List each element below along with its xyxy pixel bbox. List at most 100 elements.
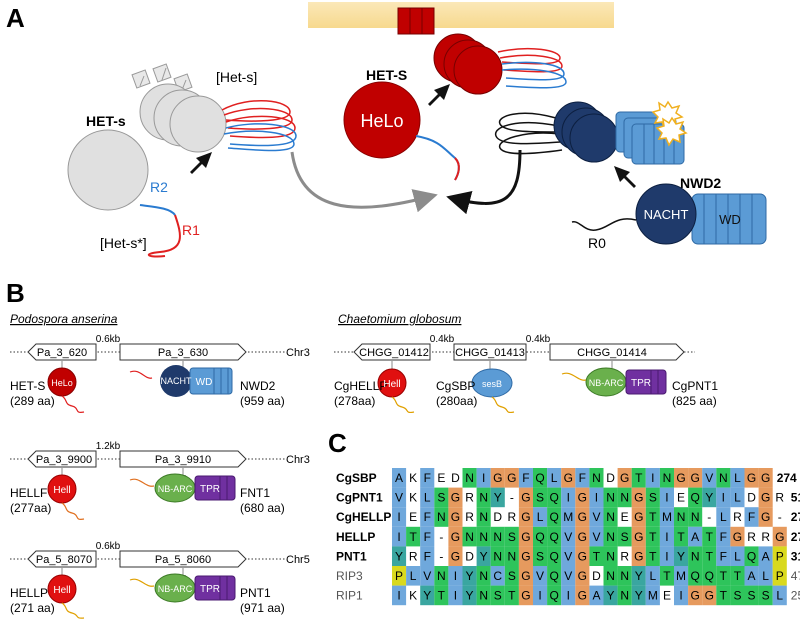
tpr-chip-2: TPR — [200, 484, 220, 495]
residue: - — [707, 510, 711, 524]
residue: N — [479, 530, 488, 544]
residue: G — [578, 491, 587, 505]
residue: G — [451, 549, 460, 563]
residue: L — [424, 491, 431, 505]
residue: F — [424, 530, 431, 544]
residue-highlight — [758, 566, 773, 586]
residue-highlight — [688, 507, 703, 527]
fnt1-length: (680 aa) — [240, 501, 285, 515]
residue-highlight — [659, 566, 674, 586]
hellf-name: HELLF — [10, 486, 47, 500]
residue: I — [454, 569, 457, 583]
residue: R — [620, 549, 629, 563]
hellf-length: (277aa) — [10, 501, 51, 515]
residue: S — [536, 491, 544, 505]
residue: I — [567, 589, 570, 603]
residue: G — [747, 471, 756, 485]
hetS-helo-label: HeLo — [360, 111, 403, 131]
residue-highlight — [448, 546, 463, 566]
podospora-cluster-2 — [10, 450, 285, 520]
r1-label: R1 — [182, 222, 200, 238]
residue-highlight — [462, 585, 477, 606]
hets-r1-tail — [147, 214, 181, 258]
residue: I — [665, 530, 668, 544]
hetS-short-name: HET-S — [10, 379, 45, 393]
residue-highlight — [561, 546, 576, 566]
residue-highlight — [659, 526, 674, 547]
residue-highlight — [603, 487, 618, 508]
residue-highlight — [645, 487, 660, 508]
residue-highlight — [547, 566, 562, 586]
sesb-chip: sesB — [482, 379, 502, 389]
residue-highlight — [476, 546, 491, 566]
podospora-cluster-3 — [10, 550, 285, 619]
residue: Y — [466, 589, 474, 603]
residue-highlight — [589, 526, 604, 547]
hell-chip-2: Hell — [53, 485, 70, 496]
cg-hell-chip: Hell — [383, 379, 400, 390]
residue: V — [564, 549, 572, 563]
residue: T — [706, 530, 714, 544]
residue-highlight — [392, 468, 407, 488]
residue-highlight — [392, 526, 407, 547]
residue-highlight — [674, 546, 689, 566]
residue: T — [649, 510, 657, 524]
residue-highlight — [645, 526, 660, 547]
spacer-3: 0.6kb — [96, 541, 121, 552]
residue: N — [592, 471, 601, 485]
residue: L — [734, 549, 741, 563]
residue-highlight — [730, 546, 745, 566]
residue: I — [679, 589, 682, 603]
residue-highlight — [448, 487, 463, 508]
residue: I — [397, 589, 400, 603]
residue: T — [649, 549, 657, 563]
residue: Y — [494, 491, 502, 505]
residue: N — [437, 569, 446, 583]
residue: Q — [690, 491, 699, 505]
r0-label: R0 — [588, 235, 606, 251]
residue: G — [578, 569, 587, 583]
cgsbp-name: CgSBP — [436, 379, 475, 393]
residue-highlight — [490, 546, 505, 566]
residue-highlight — [589, 468, 604, 488]
alignment-row-end: 51 — [791, 491, 800, 505]
residue: G — [634, 510, 643, 524]
residue-highlight — [589, 487, 604, 508]
wd-chip: WD — [196, 377, 213, 388]
nwd2-wd-label: WD — [719, 212, 741, 227]
arrow-hetS-to-pore — [428, 84, 450, 106]
pnt1-length: (971 aa) — [240, 601, 285, 615]
alignment-row-end: 31 — [791, 549, 800, 563]
residue-highlight — [631, 566, 646, 586]
residue-highlight — [603, 566, 618, 586]
residue: Q — [690, 569, 699, 583]
residue: G — [775, 530, 784, 544]
residue: R — [733, 510, 742, 524]
residue: G — [451, 491, 460, 505]
cgpnt1-length: (825 aa) — [672, 394, 717, 408]
hets-prion-stack — [131, 63, 297, 153]
residue: A — [748, 569, 756, 583]
residue: N — [606, 549, 615, 563]
residue: V — [564, 530, 572, 544]
hets-title: HET-s — [86, 113, 126, 129]
arrow-nwd2-curve — [446, 149, 522, 215]
residue-highlight — [589, 585, 604, 606]
residue-highlight — [772, 566, 787, 586]
r2-label: R2 — [150, 179, 168, 195]
hetS-helo-domain — [343, 81, 421, 159]
residue: V — [423, 569, 431, 583]
hetS-length: (289 aa) — [10, 394, 55, 408]
residue: D — [606, 471, 615, 485]
tpr-chip-3: TPR — [200, 584, 220, 595]
membrane — [308, 2, 614, 28]
residue-highlight — [420, 526, 435, 547]
chgg-01413: CHGG_01413 — [455, 347, 525, 359]
residue-highlight — [518, 507, 533, 527]
residue: S — [508, 530, 516, 544]
residue-highlight — [758, 487, 773, 508]
residue-highlight — [448, 507, 463, 527]
residue: V — [564, 569, 572, 583]
residue: I — [538, 589, 541, 603]
